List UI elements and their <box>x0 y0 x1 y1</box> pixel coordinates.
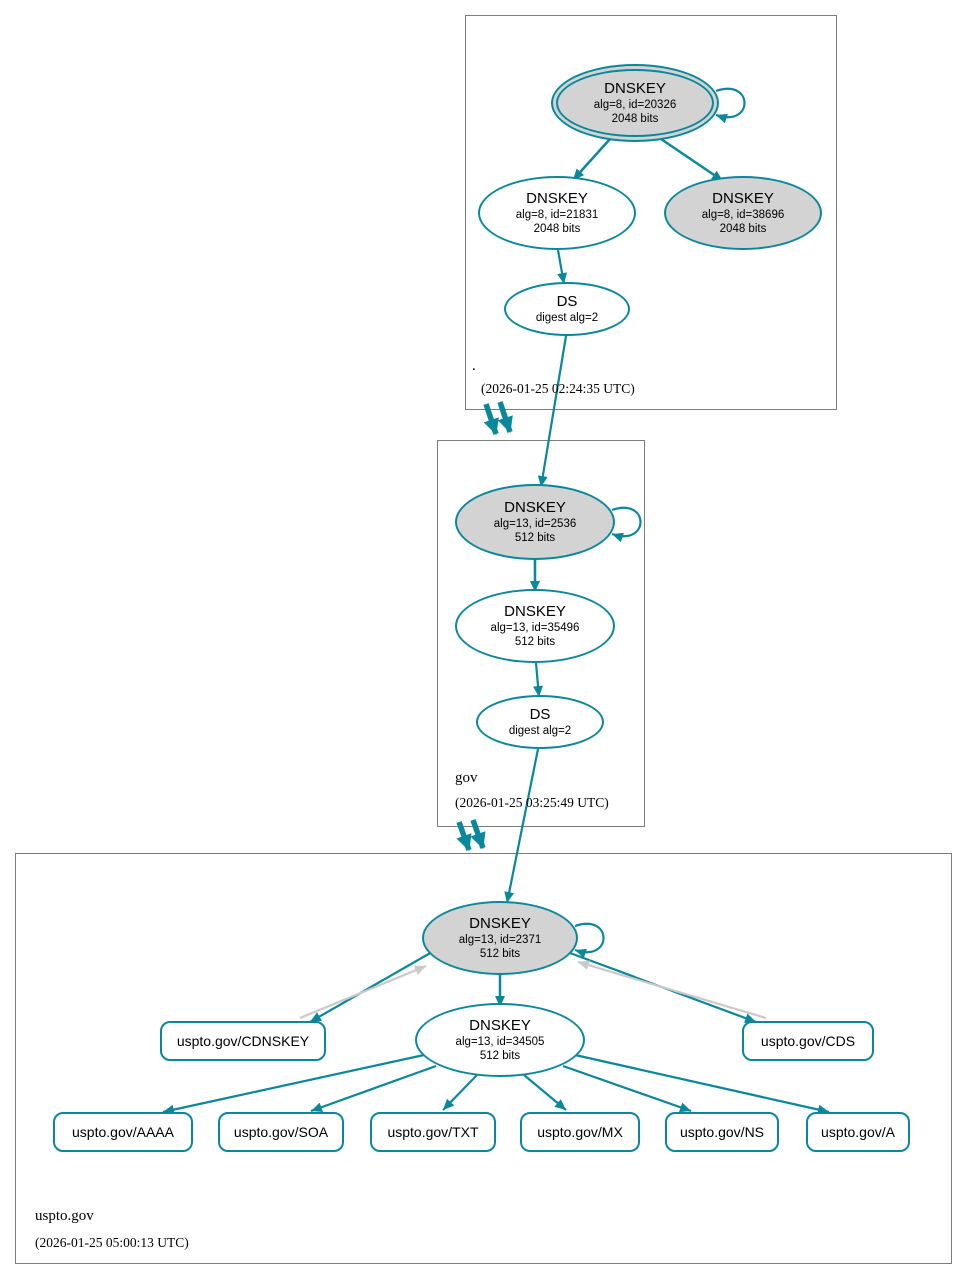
gov-ds-detail: digest alg=2 <box>508 725 572 737</box>
rrset-uspto-txt[interactable]: uspto.gov/TXT <box>370 1112 496 1152</box>
edge-root-ksk-to-zsk <box>572 138 611 181</box>
edge-delegation-root-gov-2 <box>497 401 513 433</box>
edge-uspto-zsk-to-aaaa <box>162 1053 425 1115</box>
root-zsk-title: DNSKEY <box>526 190 588 207</box>
rrset-uspto-cdnskey-label: uspto.gov/CDNSKEY <box>176 1033 310 1049</box>
edge-uspto-zsk-to-mx <box>523 1074 567 1111</box>
zone-box-root <box>465 15 837 410</box>
zone-timestamp-gov: (2026-01-25 03:25:49 UTC) <box>455 795 609 810</box>
rrset-uspto-mx-label: uspto.gov/MX <box>537 1124 623 1140</box>
uspto-ksk-title: DNSKEY <box>469 915 531 932</box>
rrset-uspto-a-label: uspto.gov/A <box>821 1124 895 1140</box>
gov-zsk-title: DNSKEY <box>504 603 566 620</box>
uspto-zsk-bits: 512 bits <box>479 1050 521 1062</box>
gov-ds-node[interactable]: DS digest alg=2 <box>476 695 604 749</box>
gov-ds-title: DS <box>529 706 551 723</box>
root-ksk-title: DNSKEY <box>604 80 666 97</box>
root-zsk-alg: alg=8, id=21831 <box>515 209 599 221</box>
edge-root-zsk-to-ds <box>556 249 568 285</box>
zone-label-uspto: uspto.gov <box>35 1208 94 1224</box>
zone-timestamp-uspto: (2026-01-25 05:00:13 UTC) <box>35 1235 189 1250</box>
root-ksk2-title: DNSKEY <box>712 190 774 207</box>
uspto-ksk-node[interactable]: DNSKEY alg=13, id=2371 512 bits <box>422 901 578 975</box>
root-ksk-node[interactable]: DNSKEY alg=8, id=20326 2048 bits <box>551 64 719 142</box>
uspto-zsk-alg: alg=13, id=34505 <box>455 1036 545 1048</box>
rrset-uspto-aaaa-label: uspto.gov/AAAA <box>72 1124 174 1140</box>
root-zsk-bits: 2048 bits <box>533 223 581 235</box>
edge-uspto-zsk-to-ns <box>562 1064 692 1113</box>
gov-ksk-node[interactable]: DNSKEY alg=13, id=2536 512 bits <box>455 484 615 560</box>
gov-zsk-node[interactable]: DNSKEY alg=13, id=35496 512 bits <box>455 589 615 663</box>
edge-delegation-gov-uspto-2 <box>470 819 486 849</box>
rrset-uspto-soa-label: uspto.gov/SOA <box>233 1124 329 1140</box>
edge-uspto-zsk-to-txt <box>442 1074 478 1111</box>
uspto-ksk-alg: alg=13, id=2371 <box>458 934 542 946</box>
root-ds-node[interactable]: DS digest alg=2 <box>504 282 630 336</box>
edge-root-ksk-self-sign <box>715 87 746 124</box>
edge-uspto-cdnskey-to-ksk <box>299 964 427 1020</box>
rrset-uspto-cds-label: uspto.gov/CDS <box>760 1033 856 1049</box>
edge-uspto-zsk-to-soa <box>310 1064 437 1113</box>
rrset-uspto-cdnskey[interactable]: uspto.gov/CDNSKEY <box>160 1021 326 1061</box>
edge-uspto-cds-to-ksk <box>577 960 767 1020</box>
gov-ksk-bits: 512 bits <box>514 532 556 544</box>
uspto-zsk-node[interactable]: DNSKEY alg=13, id=34505 512 bits <box>415 1003 585 1077</box>
root-ksk2-alg: alg=8, id=38696 <box>701 209 785 221</box>
root-ds-title: DS <box>556 293 578 310</box>
uspto-ksk-bits: 512 bits <box>479 948 521 960</box>
rrset-uspto-mx[interactable]: uspto.gov/MX <box>520 1112 640 1152</box>
edge-root-ksk-to-ksk2 <box>660 137 724 183</box>
gov-zsk-alg: alg=13, id=35496 <box>490 622 580 634</box>
zone-box-uspto-gov <box>15 853 952 1264</box>
gov-ksk-title: DNSKEY <box>504 499 566 516</box>
gov-ksk-alg: alg=13, id=2536 <box>493 518 577 530</box>
edge-uspto-zsk-to-a <box>574 1053 830 1115</box>
root-ksk2-node[interactable]: DNSKEY alg=8, id=38696 2048 bits <box>664 176 822 250</box>
rrset-uspto-txt-label: uspto.gov/TXT <box>387 1124 479 1140</box>
edge-delegation-root-gov-1 <box>483 403 499 435</box>
zone-label-gov: gov <box>455 770 478 786</box>
rrset-uspto-ns[interactable]: uspto.gov/NS <box>665 1112 779 1152</box>
edge-uspto-ksk-to-cdnskey <box>309 951 433 1023</box>
edge-delegation-gov-uspto-1 <box>456 821 472 851</box>
rrset-uspto-a[interactable]: uspto.gov/A <box>806 1112 910 1152</box>
rrset-uspto-soa[interactable]: uspto.gov/SOA <box>218 1112 344 1152</box>
rrset-uspto-cds[interactable]: uspto.gov/CDS <box>742 1021 874 1061</box>
edge-gov-ksk-self-sign <box>611 506 642 543</box>
edge-uspto-ksk-self-sign <box>574 922 605 959</box>
uspto-zsk-title: DNSKEY <box>469 1017 531 1034</box>
root-ksk2-bits: 2048 bits <box>719 223 767 235</box>
root-ksk-alg: alg=8, id=20326 <box>593 99 677 111</box>
gov-zsk-bits: 512 bits <box>514 636 556 648</box>
root-ds-detail: digest alg=2 <box>535 312 599 324</box>
edge-root-ds-to-gov-ksk <box>537 335 568 488</box>
edge-gov-ds-to-uspto-ksk <box>504 748 540 904</box>
root-ksk-bits: 2048 bits <box>611 113 659 125</box>
edge-gov-zsk-to-ds <box>533 662 544 698</box>
rrset-uspto-ns-label: uspto.gov/NS <box>679 1124 765 1140</box>
rrset-uspto-aaaa[interactable]: uspto.gov/AAAA <box>53 1112 193 1152</box>
root-zsk-node[interactable]: DNSKEY alg=8, id=21831 2048 bits <box>478 176 636 250</box>
zone-timestamp-root: (2026-01-25 02:24:35 UTC) <box>481 381 635 396</box>
zone-label-root: . <box>472 358 476 374</box>
zone-box-gov <box>437 440 645 827</box>
